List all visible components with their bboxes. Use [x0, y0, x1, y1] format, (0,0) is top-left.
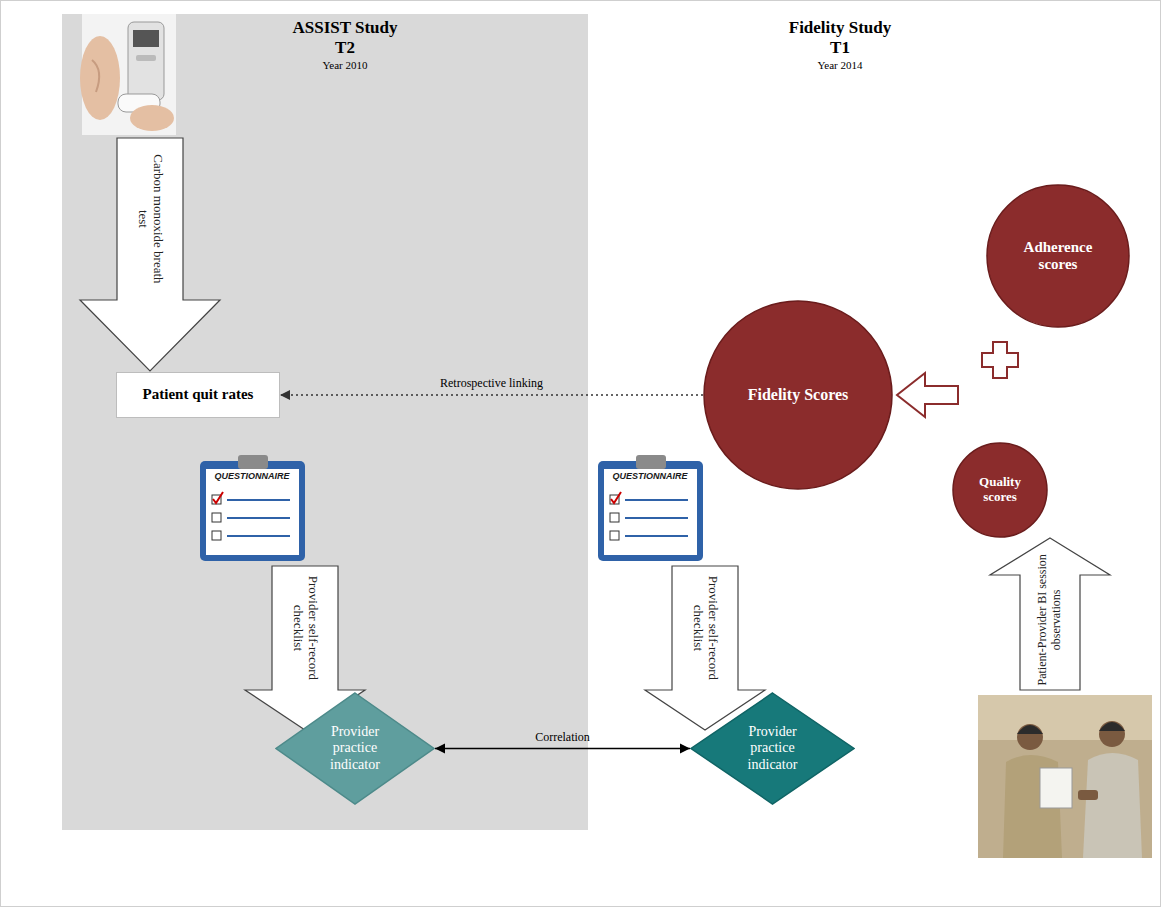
diamond-shape [276, 693, 434, 804]
study-band: ASSIST StudyT2Year 2010Carbon monoxide b… [62, 14, 588, 830]
node-text: Quality scores [967, 475, 1033, 505]
session-photo [978, 695, 1152, 858]
questionnaire-picture [200, 455, 305, 561]
decision-diamond: Provider practice indicator [690, 692, 855, 805]
heading-group: Fidelity StudyT1Year 2014 [720, 18, 960, 72]
arrow-text: Patient-Provider BI session observations [1036, 552, 1064, 688]
block-arrow-shape [990, 538, 1110, 690]
study-heading: T1 [720, 38, 960, 58]
study-heading: Year 2014 [720, 58, 960, 72]
score-circle: Quality scores [952, 442, 1048, 538]
arrow-head [280, 390, 290, 400]
diamond-shape [691, 693, 854, 804]
connector-line [435, 748, 690, 750]
arrow-text: Provider self-record checklist [690, 569, 720, 687]
breath-tester-picture [80, 14, 176, 135]
node-text: Adherence scores [1006, 239, 1110, 274]
outcome-box: Patient quit rates [116, 372, 280, 418]
block-arrow-shape [645, 566, 765, 730]
arrow-text: Carbon monoxide breath test [135, 144, 165, 294]
band-heading: Year 2010 [225, 58, 465, 72]
decision-diamond: Provider practice indicator [275, 692, 435, 805]
connector [280, 390, 703, 400]
questionnaire-picture [598, 455, 703, 561]
connector-label: Retrospective linking [440, 376, 543, 391]
picture-text: QUESTIONNAIRE [214, 471, 289, 481]
circle-shape [953, 443, 1047, 537]
heading-group: ASSIST StudyT2Year 2010 [225, 18, 465, 72]
score-circle: Fidelity Scores [703, 300, 893, 490]
arrow-text: Provider self-record checklist [290, 569, 320, 687]
picture-text: QUESTIONNAIRE [612, 471, 687, 481]
arrow-head [680, 744, 690, 754]
block-arrow-shape [80, 138, 220, 371]
band-heading: ASSIST Study [225, 18, 465, 38]
node-text: Provider practice indicator [315, 724, 395, 772]
circle-shape [987, 185, 1129, 327]
block-arrow: Patient-Provider BI session observations [990, 538, 1110, 690]
connector-line [280, 394, 703, 395]
node-text: Provider practice indicator [732, 724, 814, 772]
study-heading: Fidelity Study [720, 18, 960, 38]
node-text: Fidelity Scores [748, 386, 849, 404]
hollow-arrow [897, 373, 958, 417]
arrow-head [435, 744, 445, 754]
band-heading: T2 [225, 38, 465, 58]
block-arrow: Provider self-record checklist [645, 566, 765, 730]
node-text: Patient quit rates [143, 386, 254, 403]
connector-label: Correlation [535, 730, 590, 745]
connector [435, 744, 690, 754]
circle-shape [704, 301, 892, 489]
block-arrow: Carbon monoxide breath test [80, 138, 220, 371]
plus-symbol [982, 342, 1018, 378]
block-arrow-outline [80, 138, 220, 371]
score-circle: Adherence scores [986, 184, 1130, 328]
